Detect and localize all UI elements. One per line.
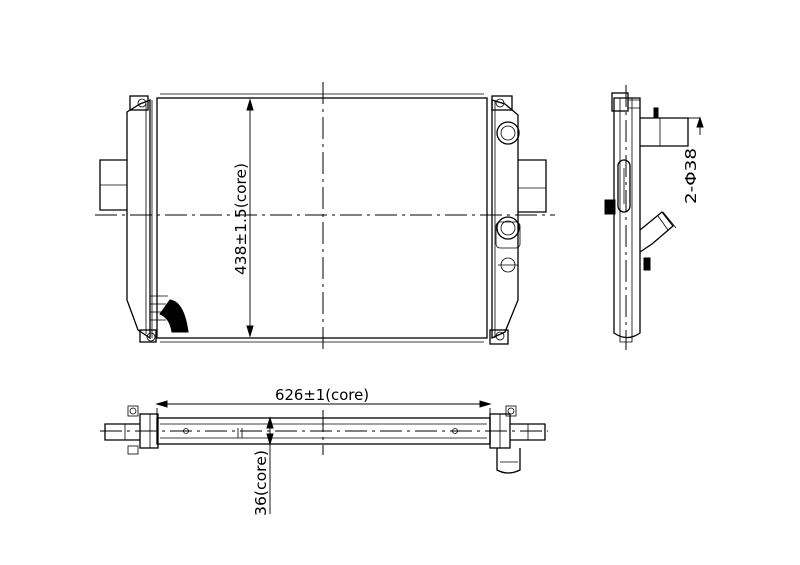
left-bottom-bracket bbox=[139, 329, 157, 343]
left-top-bracket bbox=[129, 95, 149, 111]
left-tank bbox=[126, 99, 151, 340]
top-view: 626±1(core) 36(core) bbox=[100, 386, 548, 516]
side-tank-body bbox=[613, 97, 641, 339]
drain-cock bbox=[159, 299, 189, 333]
width-dimension-label: 626±1(core) bbox=[275, 386, 369, 404]
thickness-dimension-label: 36(core) bbox=[252, 450, 270, 516]
side-sight-slot bbox=[617, 159, 631, 213]
side-upper-pipe bbox=[640, 117, 689, 147]
side-view: 2-Φ38 bbox=[604, 85, 704, 350]
right-outlet-pipe bbox=[518, 159, 547, 213]
radiator-core bbox=[156, 97, 488, 339]
pipe-diameter-label: 2-Φ38 bbox=[682, 148, 700, 204]
side-top-cap bbox=[611, 92, 629, 112]
right-tank bbox=[491, 99, 519, 340]
top-view-outlet bbox=[496, 448, 521, 474]
right-top-bracket bbox=[491, 95, 513, 111]
top-view-left-pipe bbox=[104, 423, 140, 441]
right-bottom-bracket bbox=[489, 329, 509, 345]
right-upper-outlet bbox=[496, 121, 520, 145]
height-dimension-label: 438±1.5(core) bbox=[232, 163, 250, 275]
right-lower-outlet bbox=[496, 216, 520, 240]
front-view: 438±1.5(core) bbox=[95, 82, 555, 352]
top-view-right-pipe bbox=[510, 423, 546, 441]
side-lower-pipe bbox=[639, 211, 674, 253]
